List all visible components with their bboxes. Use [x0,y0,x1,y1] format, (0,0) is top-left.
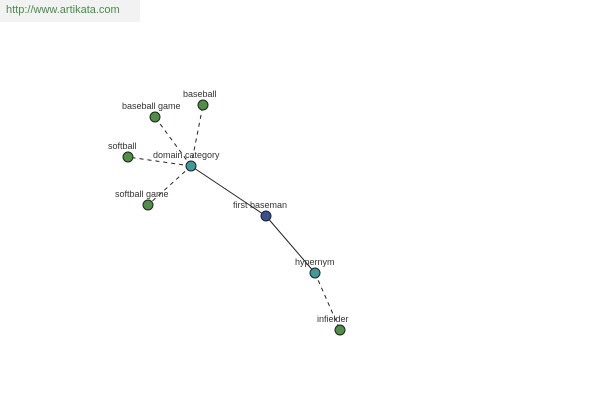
node-label-hypernym: hypernym [295,257,335,267]
node-label-infielder: infielder [317,314,349,324]
edge-domain-category-to-softball-game [147,165,192,206]
node-label-softball: softball [108,141,137,151]
node-label-softball-game: softball game [115,189,169,199]
node-baseball[interactable] [197,99,209,111]
edge-hypernym-to-infielder [314,272,341,331]
node-softball[interactable] [122,151,134,163]
edge-domain-category-to-baseball-game [154,116,192,167]
edge-first-baseman-to-domain-category [190,165,267,217]
labels-layer: first baseman domain category hypernym base… [108,89,349,324]
node-hypernym[interactable] [309,267,321,279]
edge-domain-category-to-softball [127,156,192,167]
nodes-layer [122,99,346,336]
edges-layer [127,104,341,331]
edge-domain-category-to-baseball [190,104,204,167]
node-domain-category[interactable] [185,160,197,172]
node-softball-game[interactable] [142,199,154,211]
watermark-bar: http://www.artikata.com [0,0,140,22]
node-infielder[interactable] [334,324,346,336]
node-first-baseman[interactable] [260,210,272,222]
node-baseball-game[interactable] [149,111,161,123]
node-label-first-baseman: first baseman [233,200,287,210]
node-label-baseball-game: baseball game [122,101,181,111]
edge-first-baseman-to-hypernym [265,215,316,274]
node-label-baseball: baseball [183,89,217,99]
node-label-domain-category: domain category [153,150,220,160]
watermark-url[interactable]: http://www.artikata.com [6,4,120,16]
